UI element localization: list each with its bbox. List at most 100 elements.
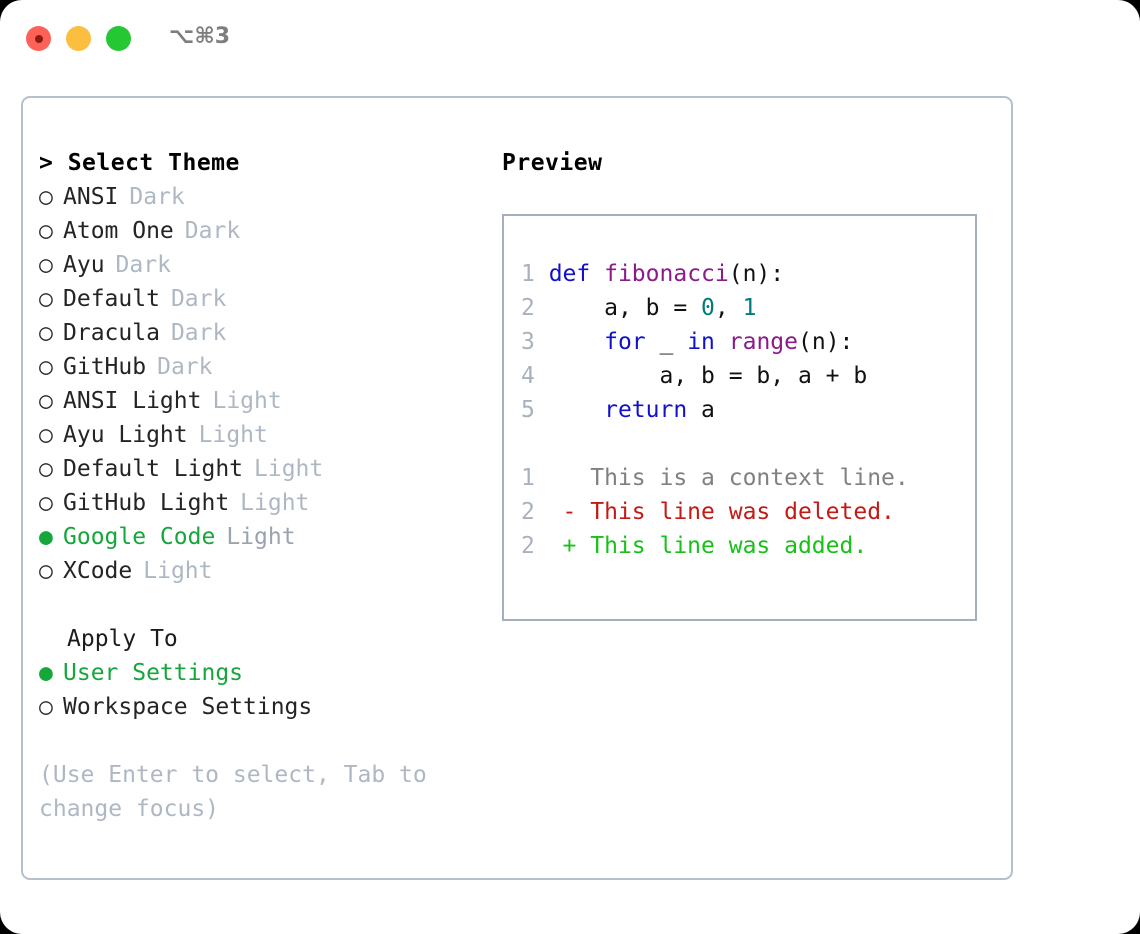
code-token: range xyxy=(728,329,798,355)
radio-unselected-icon[interactable]: ○ xyxy=(39,694,53,720)
theme-category-badge: Light xyxy=(212,388,282,414)
theme-name: Dracula xyxy=(63,320,160,346)
radio-unselected-icon[interactable]: ○ xyxy=(39,286,53,312)
code-token: _ xyxy=(645,329,688,355)
close-window-button[interactable] xyxy=(26,26,51,51)
radio-unselected-icon[interactable]: ○ xyxy=(39,490,53,516)
keyboard-hint-text: (Use Enter to select, Tab to change focu… xyxy=(39,762,427,822)
theme-category-badge: Dark xyxy=(157,354,213,380)
apply-to-name: Workspace Settings xyxy=(63,694,313,720)
theme-category-badge: Dark xyxy=(170,320,227,346)
code-token: def xyxy=(548,261,591,287)
theme-list-item[interactable]: ○ Ayu Dark xyxy=(39,248,489,282)
apply-to-name: User Settings xyxy=(63,660,244,686)
preview-column: Preview 1 def fibonacci(n):2 a, b = 0, 1… xyxy=(502,146,992,621)
radio-unselected-icon[interactable]: ○ xyxy=(39,252,53,278)
theme-name: Default xyxy=(63,286,160,312)
code-line: 1 def fibonacci(n): xyxy=(521,257,909,291)
title-bar: ⌥⌘3 xyxy=(0,0,1140,78)
theme-list-item[interactable]: ○ GitHub Dark xyxy=(39,350,489,384)
theme-name: Google Code xyxy=(63,524,216,550)
code-token xyxy=(549,329,604,355)
minimize-window-button[interactable] xyxy=(66,26,91,51)
theme-category-badge: Dark xyxy=(115,252,171,278)
theme-list-item[interactable]: ○ Dracula Dark xyxy=(39,316,489,350)
code-line-number: 2 xyxy=(521,499,549,525)
radio-selected-icon[interactable]: ● xyxy=(39,660,53,686)
diff-line: 2 + This line was added. xyxy=(521,529,909,563)
code-line-number: 1 xyxy=(521,465,549,491)
code-token: for xyxy=(604,329,646,355)
code-line: 5 return a xyxy=(521,393,909,427)
code-line: 4 a, b = b, a + b xyxy=(521,359,909,393)
code-blank-line xyxy=(521,427,909,461)
diff-line: 1 This is a context line. xyxy=(521,461,909,495)
diff-line-text: - This line was deleted. xyxy=(548,499,895,525)
code-token: , xyxy=(714,295,743,321)
theme-list-header: > Select Theme xyxy=(39,150,240,176)
code-token: return xyxy=(604,397,688,423)
apply-to-list: ● User Settings ○ Workspace Settings xyxy=(39,656,489,724)
code-token: 1 xyxy=(742,295,757,321)
radio-unselected-icon[interactable]: ○ xyxy=(39,354,53,380)
theme-name: GitHub xyxy=(63,354,147,380)
code-line-number: 5 xyxy=(521,397,549,423)
code-line-number: 2 xyxy=(521,533,549,559)
theme-category-badge: Dark xyxy=(129,184,185,210)
code-token: in xyxy=(687,329,715,355)
code-token: (n): xyxy=(728,261,785,287)
theme-name: ANSI Light xyxy=(63,388,202,414)
theme-category-badge: Light xyxy=(240,490,310,516)
code-token: (n): xyxy=(798,329,854,355)
code-line-number: 1 xyxy=(521,261,549,287)
theme-list-item[interactable]: ● Google Code Light xyxy=(39,520,489,554)
radio-unselected-icon[interactable]: ○ xyxy=(39,558,53,584)
theme-category-badge: Light xyxy=(254,456,324,482)
radio-unselected-icon[interactable]: ○ xyxy=(39,184,53,210)
theme-list-item[interactable]: ○ Ayu Light Light xyxy=(39,418,489,452)
code-line: 2 a, b = 0, 1 xyxy=(521,291,909,325)
diff-line-text: This is a context line. xyxy=(548,465,909,491)
radio-unselected-icon[interactable]: ○ xyxy=(39,456,53,482)
preview-title: Preview xyxy=(502,150,603,176)
theme-list-item[interactable]: ○ ANSI Light Light xyxy=(39,384,489,418)
code-token: a xyxy=(687,397,715,423)
theme-category-badge: Light xyxy=(198,422,268,448)
code-line-number: 2 xyxy=(521,295,549,321)
radio-unselected-icon[interactable]: ○ xyxy=(39,422,53,448)
radio-unselected-icon[interactable]: ○ xyxy=(39,388,53,414)
window-controls xyxy=(26,26,131,51)
diff-line: 2 - This line was deleted. xyxy=(521,495,909,529)
maximize-window-button[interactable] xyxy=(106,26,131,51)
code-line-number: 3 xyxy=(521,329,549,355)
code-token xyxy=(590,261,604,287)
apply-to-item[interactable]: ● User Settings xyxy=(39,656,489,690)
theme-name: Ayu xyxy=(63,252,105,278)
code-token xyxy=(549,397,604,423)
code-token: a, b = xyxy=(548,295,702,321)
keyboard-shortcut-label: ⌥⌘3 xyxy=(169,24,231,49)
code-token: fibonacci xyxy=(604,261,729,287)
radio-selected-icon[interactable]: ● xyxy=(39,524,53,550)
theme-name: XCode xyxy=(63,558,133,584)
theme-name: GitHub Light xyxy=(63,490,230,516)
code-token xyxy=(715,329,729,355)
theme-category-badge: Light xyxy=(226,524,296,550)
code-line: 3 for _ in range(n): xyxy=(521,325,909,359)
radio-unselected-icon[interactable]: ○ xyxy=(39,218,53,244)
theme-list-item[interactable]: ○ GitHub Light Light xyxy=(39,486,489,520)
theme-name: Ayu Light xyxy=(63,422,188,448)
apply-to-item[interactable]: ○ Workspace Settings xyxy=(39,690,489,724)
radio-unselected-icon[interactable]: ○ xyxy=(39,320,53,346)
apply-to-label: Apply To xyxy=(67,626,178,652)
